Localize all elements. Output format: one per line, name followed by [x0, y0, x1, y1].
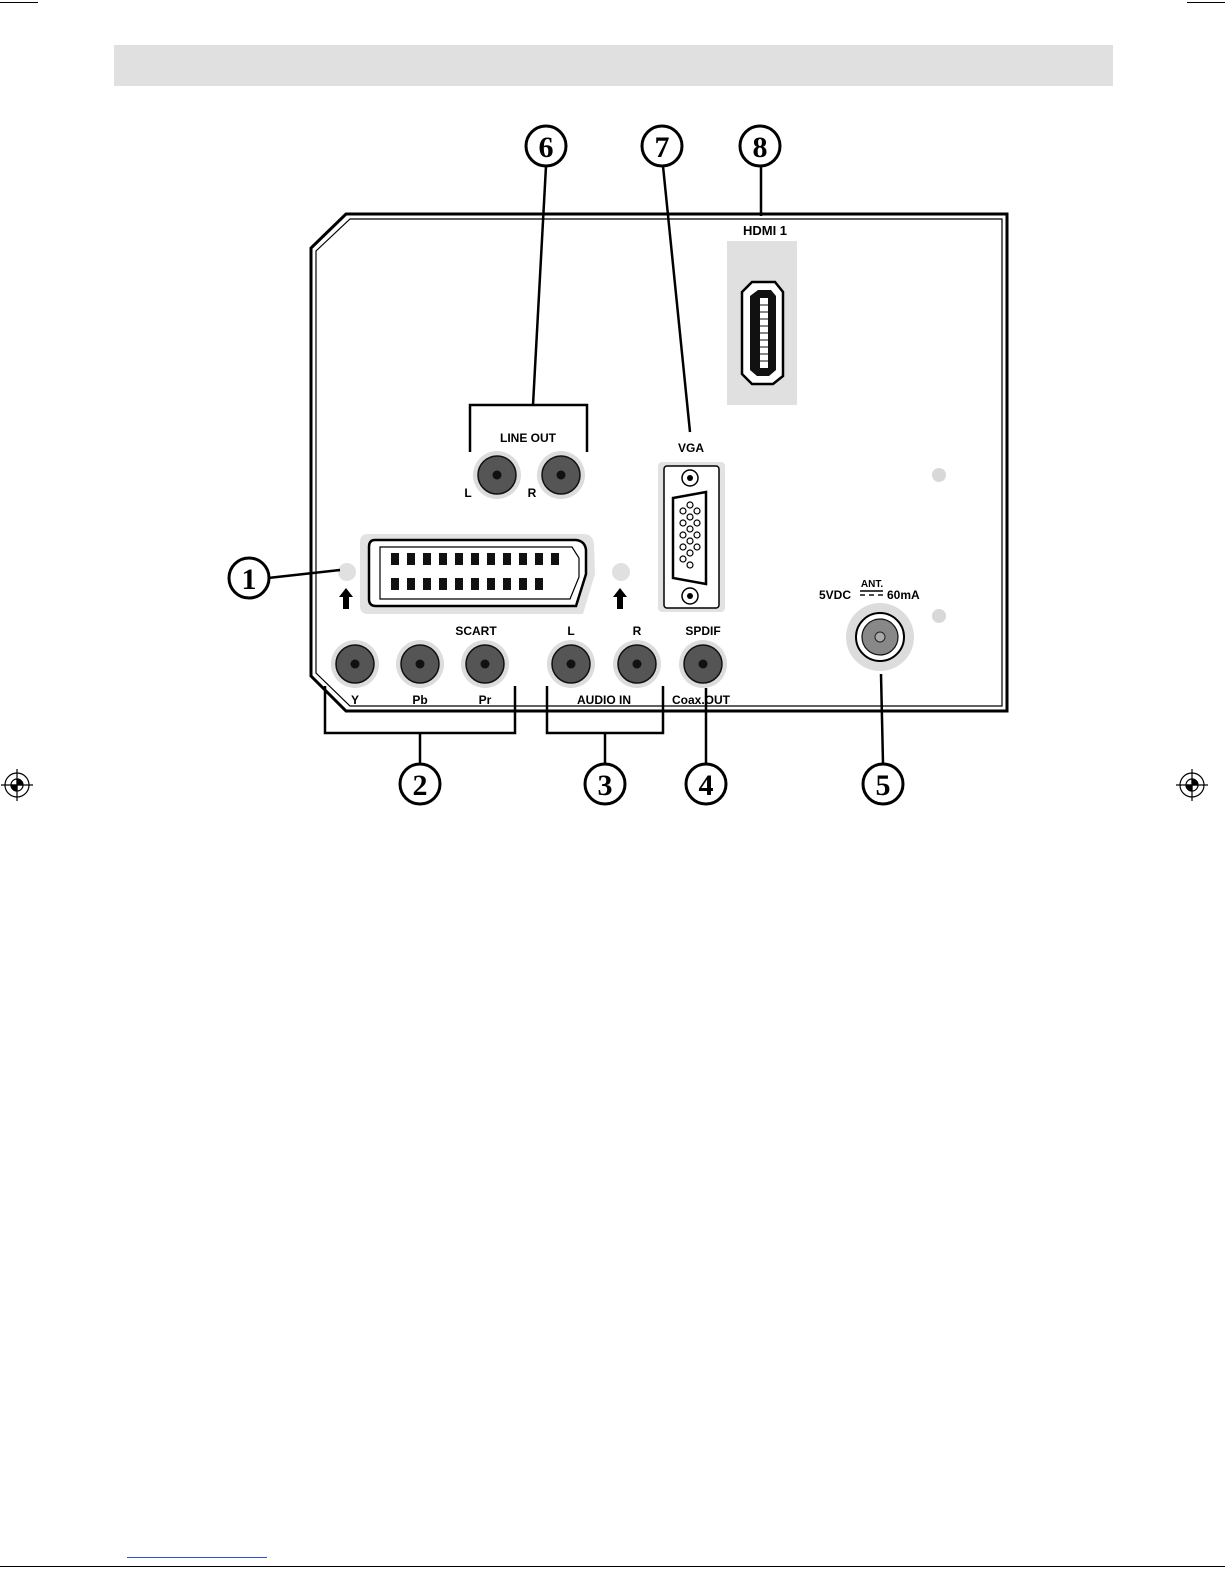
scart-port: [338, 534, 630, 614]
line-out-right-jack: [537, 451, 585, 499]
dc-symbol-icon: [860, 591, 883, 595]
callout-6: 6: [526, 126, 566, 166]
page-bottom-rule: [0, 1566, 1225, 1567]
callout-6-number: 6: [539, 131, 554, 164]
line-out-label: LINE OUT: [500, 431, 557, 445]
callout-5-number: 5: [876, 769, 891, 802]
spdif-jack: [679, 640, 727, 688]
callout-3-number: 3: [598, 769, 613, 802]
line-out-left-jack: [473, 451, 521, 499]
vga-label: VGA: [678, 441, 704, 455]
callout-1: 1: [229, 558, 269, 598]
scart-label: SCART: [455, 624, 497, 638]
footer-underline: [127, 1557, 267, 1558]
callout-1-number: 1: [242, 563, 257, 596]
callout-4-number: 4: [699, 769, 714, 802]
antenna-voltage-label: 5VDC: [819, 588, 851, 602]
line-out-right-label: R: [528, 486, 537, 500]
registration-mark-left: [1, 769, 33, 801]
callout-4: 4: [686, 764, 726, 804]
screw-hole: [932, 468, 946, 482]
spdif-label: SPDIF: [685, 624, 720, 638]
audio-in-left-label: L: [567, 624, 574, 638]
component-y-label: Y: [351, 693, 359, 707]
callout-7-number: 7: [655, 131, 670, 164]
component-pr-label: Pr: [479, 693, 492, 707]
audio-in-right-jack: [613, 640, 661, 688]
callout-2-number: 2: [413, 769, 428, 802]
callout-8-number: 8: [753, 131, 768, 164]
arrow-up-icon: [339, 588, 353, 609]
hdmi-label: HDMI 1: [743, 223, 787, 238]
antenna-current-label: 60mA: [887, 588, 920, 602]
antenna-port: [846, 603, 914, 671]
hdmi-port: [727, 241, 797, 405]
line-out-left-label: L: [464, 486, 471, 500]
callout-8: 8: [740, 126, 780, 166]
registration-mark-right: [1176, 769, 1208, 801]
audio-in-left-jack: [547, 640, 595, 688]
callout-5: 5: [863, 764, 903, 804]
component-pr-jack: [461, 640, 509, 688]
component-pb-label: Pb: [412, 693, 427, 707]
audio-in-label: AUDIO IN: [577, 693, 631, 707]
component-y-jack: [331, 640, 379, 688]
coax-out-label: Coax.OUT: [672, 693, 731, 707]
callout-2: 2: [400, 764, 440, 804]
vga-port: [658, 462, 725, 612]
arrow-up-icon: [613, 588, 627, 609]
callout-3: 3: [585, 764, 625, 804]
component-pb-jack: [396, 640, 444, 688]
audio-in-right-label: R: [633, 624, 642, 638]
antenna-label: ANT.: [861, 579, 883, 590]
callout-7: 7: [642, 126, 682, 166]
screw-hole: [932, 609, 946, 623]
